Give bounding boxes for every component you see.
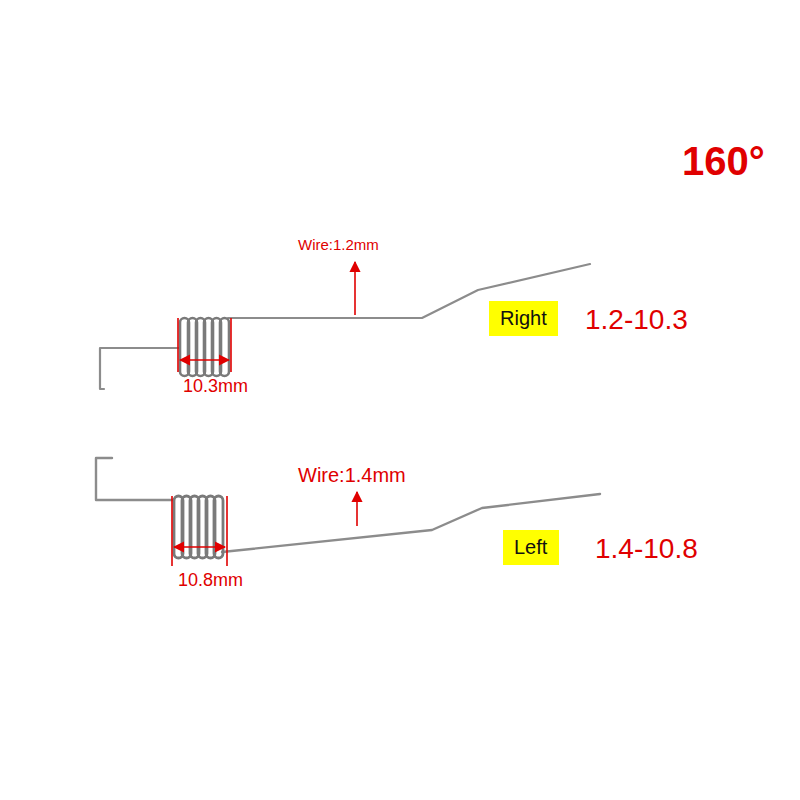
tag-text: Right xyxy=(500,307,547,330)
coil-dimension: 10.3mm xyxy=(183,376,248,397)
dimension-marks xyxy=(172,262,357,566)
direction-tag: Left xyxy=(503,530,559,565)
coil-dimension: 10.8mm xyxy=(178,570,243,591)
spec-code: 1.2-10.3 xyxy=(585,304,688,336)
spec-code: 1.4-10.8 xyxy=(595,533,698,565)
wire-dimension: Wire:1.4mm xyxy=(298,464,406,487)
torsion-spring xyxy=(100,264,590,389)
tag-text: Left xyxy=(514,536,548,559)
angle-label: 160° xyxy=(682,138,765,184)
direction-tag: Right xyxy=(489,301,558,336)
wire-dimension: Wire:1.2mm xyxy=(298,236,379,253)
